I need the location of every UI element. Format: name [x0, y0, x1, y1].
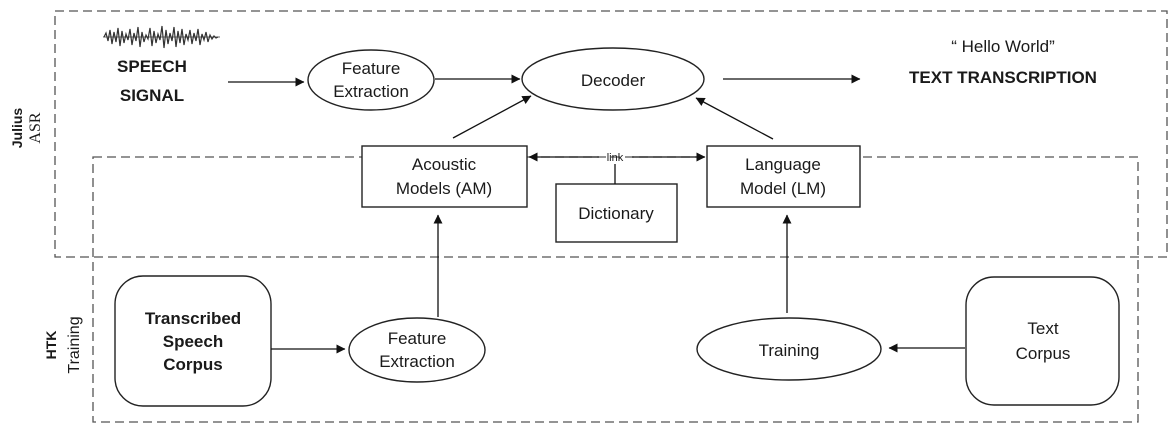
asr-label: ASR: [27, 112, 44, 143]
training-node: [696, 317, 882, 381]
text-corpus-node: [965, 276, 1120, 406]
training-side-label: Training: [66, 316, 83, 373]
transcribed-corpus-label-line1: Transcribed: [145, 309, 241, 328]
feature-extraction-top-label-line2: Extraction: [333, 82, 409, 101]
feature-extraction-bottom-node: [348, 317, 486, 383]
feature-extraction-top-label-line1: Feature: [342, 59, 401, 78]
text-corpus-label-line1: Text: [1027, 319, 1058, 338]
decoder-node: [521, 47, 705, 111]
decoder-label: Decoder: [581, 71, 646, 90]
edge-lm-to-decoder: [695, 97, 774, 140]
feature-extraction-top-node: [307, 49, 435, 111]
text-corpus-label-line2: Corpus: [1016, 344, 1071, 363]
acoustic-models-node: [361, 145, 528, 208]
transcribed-speech-corpus-node: [114, 275, 272, 407]
htk-training-region: [92, 156, 1139, 423]
edge-am-to-decoder: [452, 95, 532, 139]
language-model-label-line1: Language: [745, 155, 821, 174]
feature-extraction-bottom-label-line1: Feature: [388, 329, 447, 348]
speech-signal-label-line2: SIGNAL: [120, 86, 184, 105]
feature-extraction-bottom-label-line2: Extraction: [379, 352, 455, 371]
hello-world-label: “ Hello World”: [951, 37, 1055, 56]
text-transcription-label: TEXT TRANSCRIPTION: [909, 68, 1097, 87]
training-node-label: Training: [759, 341, 820, 360]
language-model-node: [706, 145, 861, 208]
dictionary-label: Dictionary: [578, 204, 654, 223]
dictionary-node: [555, 183, 678, 243]
acoustic-models-label-line1: Acoustic: [412, 155, 477, 174]
language-model-label-line2: Model (LM): [740, 179, 826, 198]
link-label: link: [607, 152, 624, 164]
acoustic-models-label-line2: Models (AM): [396, 179, 492, 198]
speech-signal-label-line1: SPEECH: [117, 57, 187, 76]
waveform-icon: [103, 25, 220, 49]
transcribed-corpus-label-line2: Speech: [163, 332, 223, 351]
julius-label: Julius: [9, 108, 25, 149]
julius-asr-region: [54, 10, 1168, 258]
htk-label: HTK: [43, 331, 59, 360]
transcribed-corpus-label-line3: Corpus: [163, 355, 223, 374]
